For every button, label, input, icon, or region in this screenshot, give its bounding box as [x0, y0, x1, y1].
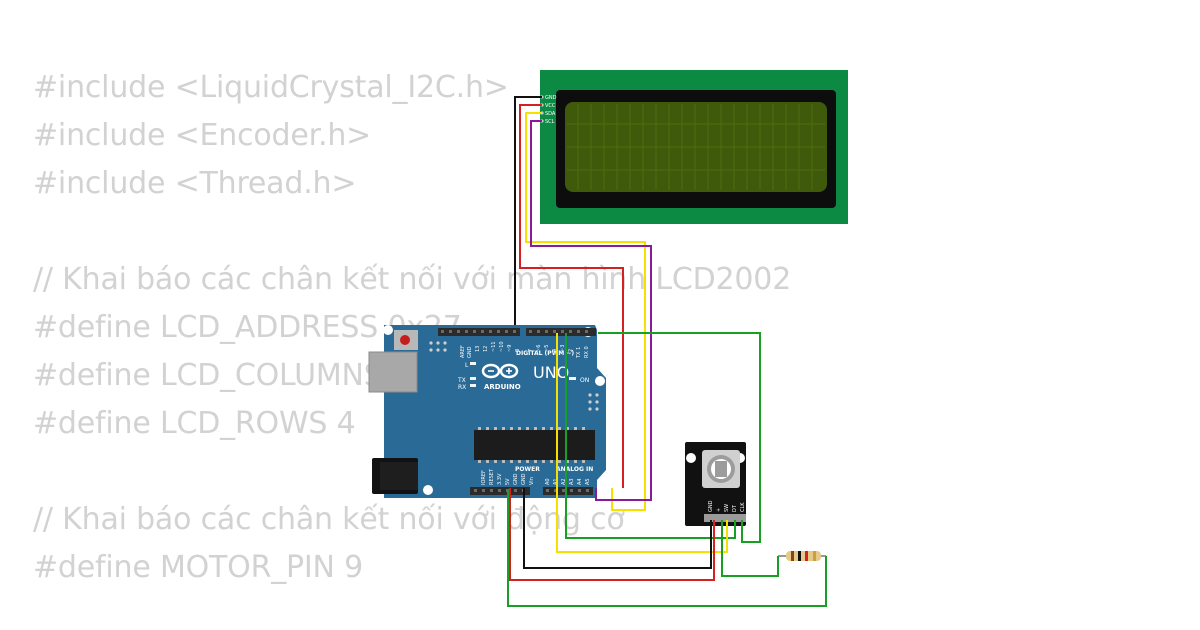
pin-label-11: ~11: [491, 341, 497, 352]
encoder-pin-dt: DT: [732, 504, 738, 512]
lcd-pin-vcc: VCC: [545, 103, 556, 109]
pin-label-10: ~10: [499, 341, 505, 352]
code-line: #include <Encoder.h>: [33, 118, 372, 153]
pin-label-a4: A4: [577, 478, 583, 485]
pin-label-13: 13: [475, 346, 481, 352]
analog-header: [543, 487, 593, 495]
pin-label-gnd2: GND: [521, 473, 527, 485]
code-line: #include <Thread.h>: [33, 166, 357, 201]
power-header-label: POWER: [515, 466, 540, 473]
pin-label-5: ~5: [544, 345, 550, 352]
wire-sw: [556, 333, 728, 553]
usb-connector: [368, 351, 418, 393]
led-tx: [470, 377, 476, 380]
led-rx: [470, 384, 476, 387]
encoder-pin-vcc: +: [716, 508, 722, 512]
digital-header-left: [438, 328, 520, 336]
pin-label-2: 2: [568, 349, 574, 352]
led-label-rx: RX: [458, 384, 466, 391]
analog-header-label: ANALOG IN: [556, 466, 593, 473]
pin-label-gnd: GND: [467, 346, 473, 358]
wire-encoder-vcc: [509, 488, 715, 581]
code-line: #define MOTOR_PIN 9: [33, 550, 364, 585]
wire-resistor-out: [507, 490, 827, 607]
led-l: [470, 362, 476, 365]
pin-label-aref: AREF: [460, 345, 466, 358]
pin-label-5v: 5V: [505, 478, 511, 485]
board-model-label: UNO: [533, 363, 569, 382]
pin-label-a5: A5: [585, 478, 591, 485]
pin-label-12: 12: [483, 346, 489, 352]
brand-label: ARDUINO: [484, 383, 521, 391]
mounting-hole: [686, 453, 696, 463]
arduino-uno-board[interactable]: AREF GND 13 12 ~11 ~10 ~9 8 7 ~6 ~5 4 ~3…: [368, 325, 606, 498]
wire-lcd-sda: [525, 112, 646, 511]
pin-label-a3: A3: [569, 478, 575, 485]
pin-label-7: 7: [528, 349, 534, 352]
pin-label-ioref: IOREF: [481, 470, 487, 485]
lcd-pin-gnd: GND: [545, 95, 557, 101]
icsp2-header: [588, 393, 599, 411]
pin-label-8: 8: [515, 349, 521, 352]
arduino-logo: [481, 363, 519, 379]
wires: [507, 96, 827, 607]
encoder-pin-sw: SW: [724, 504, 730, 512]
led-on: [569, 377, 576, 380]
encoder-pin-gnd: GND: [708, 500, 714, 512]
code-line: #define LCD_ROWS 4: [33, 406, 356, 441]
pin-label-rx0: RX 0: [584, 346, 590, 358]
code-line: #define LCD_COLUMNS 20: [33, 358, 430, 393]
led-label-tx: TX: [457, 377, 466, 384]
rotary-encoder-module[interactable]: GND + SW DT CLK: [685, 442, 746, 526]
lcd-module[interactable]: GND VCC SDA SCL: [540, 70, 848, 224]
pin-label-3v3: 3.3V: [497, 473, 503, 485]
encoder-pin-clk: CLK: [740, 502, 746, 512]
pin-label-gnd1: GND: [513, 473, 519, 485]
pin-label-6: ~6: [536, 345, 542, 352]
led-label-l: L: [465, 362, 469, 369]
icsp-header: [429, 341, 447, 352]
pin-label-a0: A0: [545, 478, 551, 485]
resistor-body: [786, 551, 821, 561]
pin-label-vin: Vin: [529, 477, 535, 485]
wire-lcd-vcc: [519, 104, 624, 488]
encoder-header: [704, 514, 746, 522]
code-line: #include <LiquidCrystal_I2C.h>: [33, 70, 509, 105]
lcd-character-grid: [567, 104, 825, 190]
pin-label-reset: RESET: [489, 468, 495, 485]
wire-dt: [565, 333, 736, 539]
pin-label-tx1: TX 1: [576, 347, 582, 359]
lcd-pin-sda: SDA: [545, 111, 556, 117]
mounting-hole: [423, 485, 433, 495]
digital-header-label: DIGITAL (PWM ~): [516, 350, 574, 357]
code-background: #include <LiquidCrystal_I2C.h> #include …: [33, 0, 853, 630]
pin-label-a2: A2: [561, 478, 567, 485]
led-label-on: ON: [580, 377, 589, 384]
resistor[interactable]: [778, 551, 826, 561]
pin-label-9: ~9: [507, 345, 513, 352]
mounting-hole: [383, 325, 393, 335]
wire-lcd-scl: [530, 120, 652, 501]
wire-clk: [598, 332, 761, 543]
lcd-pin-scl: SCL: [545, 119, 555, 125]
pin-label-3: ~3: [560, 345, 566, 352]
code-line: // Khai báo các chân kết nối với động cơ: [33, 502, 625, 537]
atmega328-chip: [474, 430, 595, 460]
mounting-hole: [595, 376, 605, 386]
wire-lcd-gnd: [514, 96, 542, 325]
wire-encoder-gnd: [523, 488, 712, 569]
pin-label-4: 4: [552, 349, 558, 352]
wire-resistor-in: [721, 520, 779, 577]
